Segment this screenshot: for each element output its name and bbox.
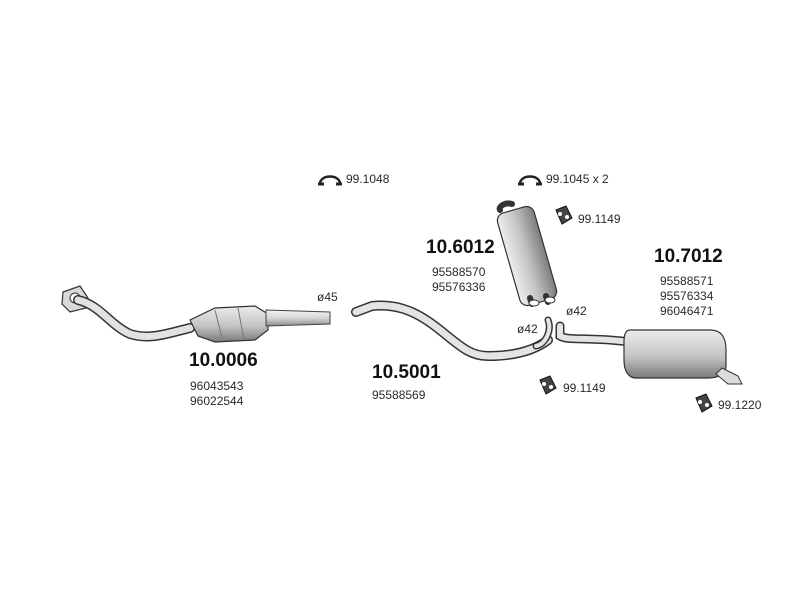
- catalyst-assembly: [61, 285, 331, 343]
- rubber-mount-icon: [695, 393, 713, 413]
- diameter-label-catalyst: ø45: [317, 290, 338, 304]
- part-number-center-box: 10.6012: [426, 237, 495, 258]
- oem-number: 95588571: [660, 274, 714, 288]
- front-pipe: [351, 300, 553, 362]
- center-silencer: [496, 200, 558, 307]
- oem-number: 96046471: [660, 304, 714, 318]
- oem-list-front-pipe: 95588569: [372, 388, 425, 403]
- clamp-label-2: 99.1045 x 2: [546, 172, 609, 186]
- rubber-mount-icon: [555, 205, 573, 225]
- oem-number: 95588570: [432, 265, 486, 279]
- oem-number: 96022544: [190, 394, 244, 408]
- part-number-front-pipe: 10.5001: [372, 362, 441, 383]
- clamp-label-1: 99.1048: [346, 172, 390, 186]
- part-number-rear-box: 10.7012: [654, 246, 723, 267]
- rubber-mount-icon: [539, 375, 557, 395]
- clamp-icon: [518, 175, 542, 186]
- oem-list-catalyst: 96043543 96022544: [190, 379, 243, 409]
- oem-list-rear-box: 95588571 95576334 96046471: [660, 274, 713, 319]
- rear-silencer: [555, 321, 743, 385]
- rubber-label-1: 99.1149: [578, 212, 621, 226]
- diameter-label-front-pipe: ø42: [517, 322, 538, 336]
- rubber-label-2: 99.1149: [563, 381, 606, 395]
- rubber-label-3: 99.1220: [718, 398, 762, 412]
- part-number-catalyst: 10.0006: [189, 350, 258, 371]
- catalyst-body: [189, 305, 269, 343]
- oem-number: 96043543: [190, 379, 244, 393]
- oem-number: 95576334: [660, 289, 714, 303]
- diameter-label-rear-box: ø42: [566, 304, 587, 318]
- oem-number: 95588569: [372, 388, 426, 402]
- catalyst-outlet-pipe: [265, 309, 331, 327]
- oem-number: 95576336: [432, 280, 486, 294]
- clamp-icon: [318, 175, 342, 186]
- oem-list-center-box: 95588570 95576336: [432, 265, 485, 295]
